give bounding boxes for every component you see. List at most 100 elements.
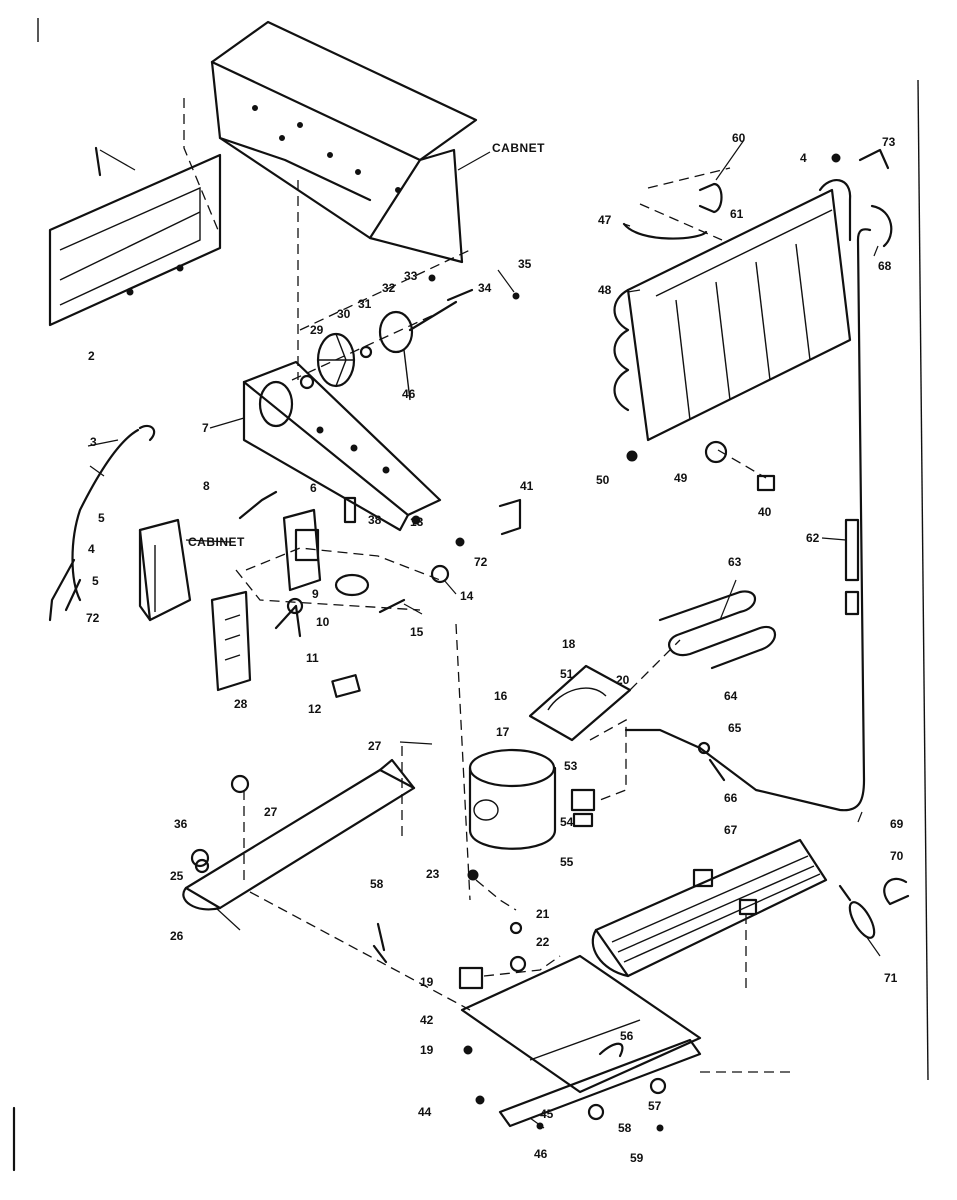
callout-66: 66 (724, 791, 738, 805)
callout-labels: CABNET CABINET 2 3 4 5 6 7 8 9 10 11 12 … (86, 131, 904, 1165)
callout-70: 70 (890, 849, 904, 863)
bracket-panel (48, 153, 222, 327)
callout-2: 2 (88, 349, 95, 363)
callout-20: 20 (616, 673, 630, 687)
callout-48: 48 (598, 283, 612, 297)
callout-41: 41 (520, 479, 534, 493)
callout-33: 33 (404, 269, 418, 283)
callout-29: 29 (310, 323, 324, 337)
base-rail-left (182, 758, 416, 911)
callout-56: 56 (620, 1029, 634, 1043)
callout-19b: 19 (420, 1043, 434, 1057)
callout-5b: 5 (98, 511, 105, 525)
callout-58b: 58 (370, 877, 384, 891)
callout-27: 27 (264, 805, 278, 819)
callout-26: 26 (170, 929, 184, 943)
callout-17: 17 (496, 725, 510, 739)
callout-5: 5 (92, 574, 99, 588)
callout-54: 54 (560, 815, 574, 829)
base-frame (458, 921, 702, 1128)
callout-35: 35 (518, 257, 532, 271)
callout-31: 31 (358, 297, 372, 311)
callout-21: 21 (536, 907, 550, 921)
callout-49: 49 (674, 471, 688, 485)
callout-23: 23 (426, 867, 440, 881)
label-cabinet-mid: CABINET (188, 535, 245, 549)
callout-40: 40 (758, 505, 772, 519)
callout-50: 50 (596, 473, 610, 487)
callout-9: 9 (312, 587, 319, 601)
callout-27b: 27 (368, 739, 382, 753)
callout-4b: 4 (800, 151, 807, 165)
callout-36: 36 (174, 817, 188, 831)
callout-45: 45 (540, 1107, 554, 1121)
callout-22: 22 (536, 935, 550, 949)
relay-bracket (210, 590, 252, 692)
callout-8: 8 (203, 479, 210, 493)
callout-11: 11 (306, 651, 319, 665)
callout-44: 44 (418, 1105, 432, 1119)
leader-lines (87, 139, 881, 1129)
callout-30: 30 (337, 307, 351, 321)
drain-heater-coil (658, 590, 777, 670)
callout-64: 64 (724, 689, 738, 703)
callout-28: 28 (234, 697, 248, 711)
cabinet-shelf (210, 20, 478, 264)
label-cabinet-top: CABNET (492, 141, 545, 155)
condenser-coil (591, 838, 828, 978)
callout-14: 14 (460, 589, 474, 603)
callout-67: 67 (724, 823, 738, 837)
callout-6: 6 (310, 481, 317, 495)
callout-60: 60 (732, 131, 746, 145)
compressor (467, 748, 557, 881)
callout-72b: 72 (474, 555, 488, 569)
callout-69: 69 (890, 817, 904, 831)
callout-16: 16 (494, 689, 508, 703)
callout-72: 72 (86, 611, 100, 625)
callout-46: 46 (534, 1147, 548, 1161)
callout-18: 18 (562, 637, 576, 651)
callout-7: 7 (202, 421, 209, 435)
callout-57: 57 (648, 1099, 662, 1113)
callout-53: 53 (564, 759, 578, 773)
callout-62: 62 (806, 531, 820, 545)
callout-65: 65 (728, 721, 742, 735)
fan-bracket (242, 360, 442, 532)
callout-71: 71 (884, 971, 898, 985)
callout-25: 25 (170, 869, 184, 883)
edge-mark-right (917, 79, 929, 1081)
callout-19: 19 (420, 975, 434, 989)
control-box (138, 518, 192, 622)
relay-components (238, 490, 450, 698)
callout-32: 32 (382, 281, 396, 295)
wiring-harness (48, 424, 156, 622)
callout-58: 58 (618, 1121, 632, 1135)
callout-42: 42 (420, 1013, 434, 1027)
filter-drier (838, 877, 910, 939)
evaporator (613, 179, 852, 462)
callout-73: 73 (882, 135, 896, 149)
callout-51: 51 (560, 667, 574, 681)
refrigerant-tubing (624, 228, 872, 812)
callout-46b: 46 (402, 387, 416, 401)
callout-59: 59 (630, 1151, 644, 1165)
callout-68: 68 (878, 259, 892, 273)
callout-38: 38 (368, 513, 382, 527)
callout-47: 47 (598, 213, 612, 227)
callout-13: 13 (410, 515, 424, 529)
condenser-bracket (528, 664, 632, 742)
callout-61: 61 (730, 207, 744, 221)
callout-15: 15 (410, 625, 424, 639)
fan-motor-assembly (299, 274, 520, 401)
callout-34: 34 (478, 281, 492, 295)
callout-63: 63 (728, 555, 742, 569)
hardware-small-parts (194, 515, 664, 1132)
callout-3: 3 (90, 435, 97, 449)
evap-hardware (498, 440, 776, 536)
assembly-lines (183, 98, 790, 1073)
callout-10: 10 (316, 615, 330, 629)
callout-55: 55 (560, 855, 574, 869)
evaporator-clips (622, 148, 893, 248)
callout-12: 12 (308, 702, 322, 716)
